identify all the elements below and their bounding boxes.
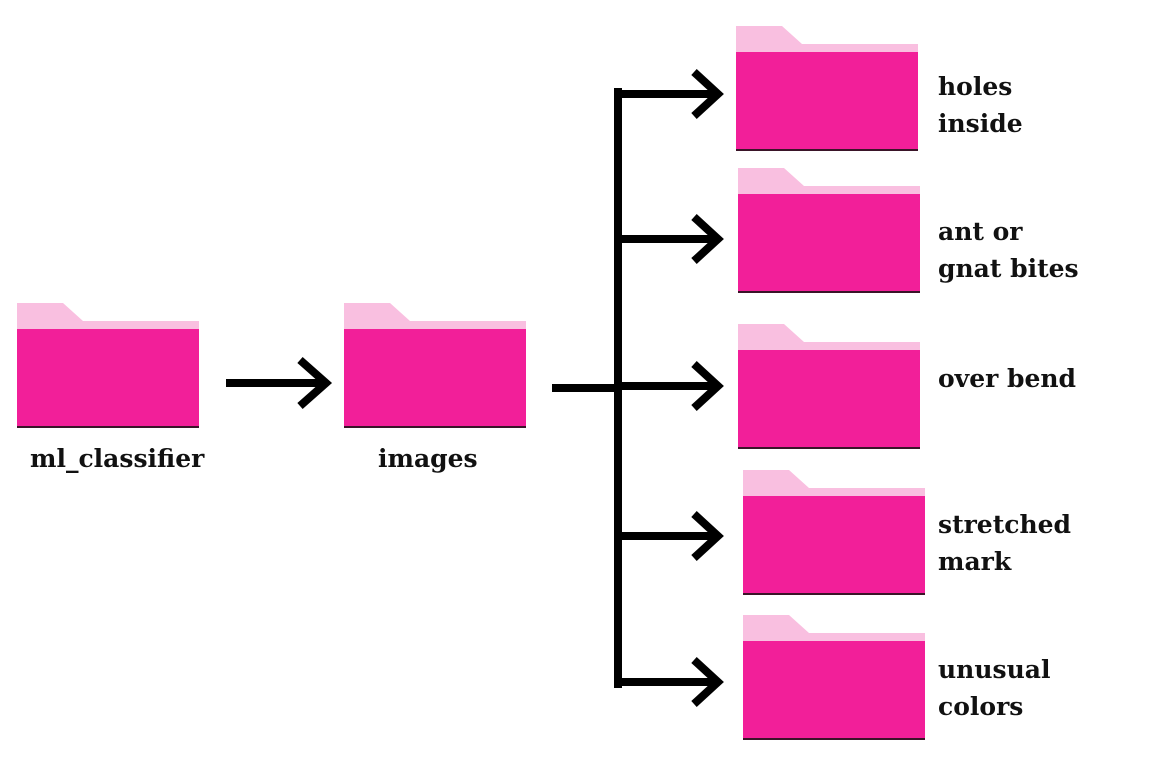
branch-connector [552,88,622,688]
category-label-5-line-2: colors [938,692,1024,721]
branch-arrow-5 [614,657,724,707]
category-label-1: holes inside [938,68,1023,142]
category-label-5-line-1: unusual [938,655,1051,684]
category-folder-icon-2 [738,168,920,293]
category-folder-icon-5 [743,615,925,740]
images-folder-icon [344,303,526,428]
branch-arrow-2 [614,214,724,264]
category-folder-icon-3 [738,324,920,449]
category-label-4-line-2: mark [938,547,1012,576]
category-label-5: unusual colors [938,651,1050,725]
category-label-2: ant or gnat bites [938,213,1079,287]
branch-arrow-1 [614,69,724,119]
category-label-2-line-1: ant or [938,217,1023,246]
category-folder-icon-1 [736,26,918,151]
images-label: images [378,440,478,477]
category-label-1-line-2: inside [938,109,1023,138]
branch-arrow-3 [614,361,724,411]
category-label-3-line-1: over bend [938,364,1077,393]
ml-classifier-label: ml_classifier [30,440,204,477]
images-label-text: images [378,444,478,473]
category-label-2-line-2: gnat bites [938,254,1079,283]
ml-classifier-label-text: ml_classifier [30,444,205,473]
category-label-4: stretched mark [938,506,1071,580]
category-label-3: over bend [938,360,1076,397]
ml-classifier-folder-icon [17,303,199,428]
category-folder-icon-4 [743,470,925,595]
arrow-root-to-images [226,357,333,409]
category-label-1-line-1: holes [938,72,1013,101]
category-label-4-line-1: stretched [938,510,1072,539]
branch-arrow-4 [614,511,724,561]
